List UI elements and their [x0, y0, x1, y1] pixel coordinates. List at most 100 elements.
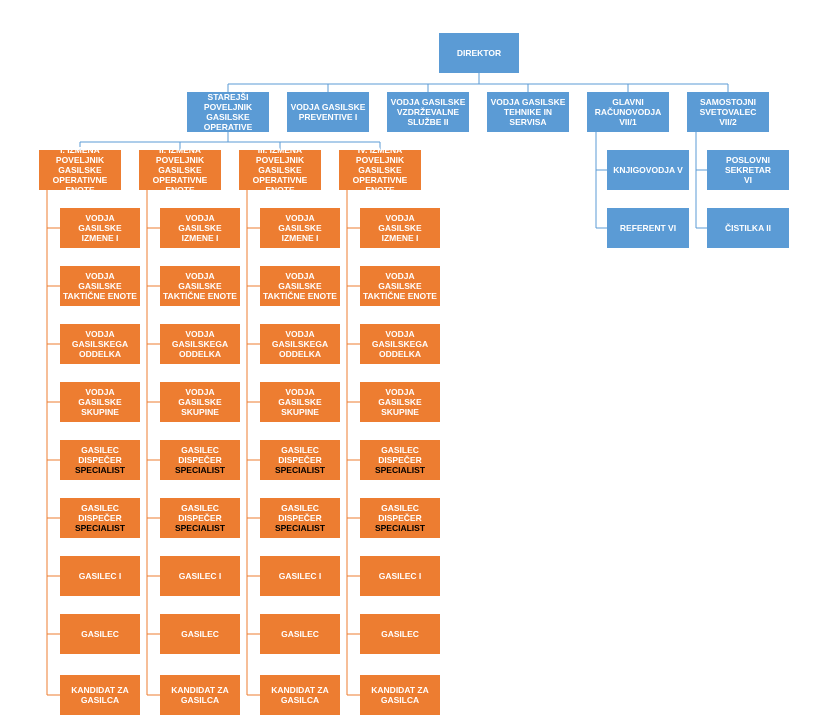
node-racunovodja-child-1: REFERENT VI: [607, 208, 689, 248]
role-line1: GASILEC: [281, 628, 319, 639]
shift-title: II. IZMENA: [158, 144, 202, 155]
role-line1: GASILEC I: [378, 570, 422, 581]
shift-title: IV. IZMENA: [357, 144, 403, 155]
node-svetovalec-child-1: ČISTILKA II: [707, 208, 789, 248]
role-line1: GASILEC I: [178, 570, 222, 581]
role-line2: ODDELKA: [378, 349, 422, 360]
role-line1: VODJA GASILSKE: [378, 386, 422, 407]
role-line2: GASILCA: [80, 695, 120, 705]
role-line2: SKUPINE: [381, 407, 419, 418]
role-line1: GASILEC DISPEČER: [78, 502, 122, 523]
role-line1: GASILEC: [381, 628, 419, 639]
role-line2: IZMENE I: [281, 233, 319, 244]
role-line1: GASILEC DISPEČER: [278, 444, 322, 465]
shift-title: I. IZMENA: [60, 144, 100, 155]
role-line1: VODJA GASILSKE: [78, 212, 122, 233]
role-line2: GASILCA: [380, 695, 420, 705]
role-line1: VODJA GASILSKE: [278, 270, 322, 291]
role-line2: SKUPINE: [81, 407, 119, 418]
role-line2: ODDELKA: [178, 349, 222, 360]
role-line1: VODJA GASILSKEGA: [371, 328, 429, 349]
role-line1: GASILEC: [81, 628, 119, 639]
node-tehnika: VODJA GASILSKE TEHNIKE IN SERVISA: [487, 92, 569, 132]
role-line1: VODJA GASILSKE: [278, 386, 322, 407]
role-line1: VODJA GASILSKE: [278, 212, 322, 233]
node-shift-4-role-7: GASILEC I: [360, 556, 440, 596]
role-line1: GASILEC I: [278, 570, 322, 581]
role-line2: TAKTIČNE ENOTE: [263, 291, 337, 302]
node-shift-4-role-8: GASILEC: [360, 614, 440, 654]
shift-subtitle: POVELJNIK GASILSKE OPERATIVNE ENOTE: [352, 154, 408, 196]
role-line2: SPECIALIST: [174, 465, 226, 476]
role-line1: VODJA GASILSKE: [178, 270, 222, 291]
role-line1: GASILEC DISPEČER: [178, 444, 222, 465]
role-line2: SPECIALIST: [274, 465, 326, 476]
role-line1: VODJA GASILSKE: [178, 212, 222, 233]
role-line1: GASILEC I: [78, 570, 122, 581]
role-line1: GASILEC DISPEČER: [278, 502, 322, 523]
node-racunovodja: GLAVNI RAČUNOVODJA VII/1: [587, 92, 669, 132]
role-line2: SPECIALIST: [374, 465, 426, 476]
role-line2: TAKTIČNE ENOTE: [63, 291, 137, 302]
role-line2: TAKTIČNE ENOTE: [163, 291, 237, 302]
role-line1: GASILEC DISPEČER: [378, 502, 422, 523]
role-line2: SPECIALIST: [374, 523, 426, 534]
role-line1: GASILEC DISPEČER: [178, 502, 222, 523]
role-line2: GASILCA: [280, 695, 320, 705]
role-line1: VODJA GASILSKEGA: [71, 328, 129, 349]
role-line1: VODJA GASILSKE: [78, 270, 122, 291]
role-line1: GASILEC DISPEČER: [378, 444, 422, 465]
node-svetovalec-child-0: POSLOVNI SEKRETAR VI: [707, 150, 789, 190]
role-line1: VODJA GASILSKE: [378, 270, 422, 291]
node-shift-1-role-8: GASILEC: [60, 614, 140, 654]
role-line2: ODDELKA: [278, 349, 322, 360]
node-vzdrzevanje: VODJA GASILSKE VZDRŽEVALNE SLUŽBE II: [387, 92, 469, 132]
role-line1: GASILEC DISPEČER: [78, 444, 122, 465]
shift-subtitle: POVELJNIK GASILSKE OPERATIVNE ENOTE: [52, 154, 108, 196]
node-shift-3-role-8: GASILEC: [260, 614, 340, 654]
role-line2: SPECIALIST: [274, 523, 326, 534]
role-line1: VODJA GASILSKE: [178, 386, 222, 407]
role-line1: VODJA GASILSKEGA: [171, 328, 229, 349]
role-line2: SPECIALIST: [74, 465, 126, 476]
node-operativa: STAREJŠI POVELJNIK GASILSKE OPERATIVE: [187, 92, 269, 132]
shift-subtitle: POVELJNIK GASILSKE OPERATIVNE ENOTE: [152, 154, 208, 196]
node-svetovalec: SAMOSTOJNI SVETOVALEC VII/2: [687, 92, 769, 132]
role-line1: VODJA GASILSKEGA: [271, 328, 329, 349]
role-line1: KANDIDAT ZA: [71, 684, 129, 695]
role-line2: TAKTIČNE ENOTE: [363, 291, 437, 302]
role-line1: VODJA GASILSKE: [378, 212, 422, 233]
role-line2: GASILCA: [180, 695, 220, 705]
role-line1: KANDIDAT ZA: [171, 684, 229, 695]
node-shift-2-role-7: GASILEC I: [160, 556, 240, 596]
shift-subtitle: POVELJNIK GASILSKE OPERATIVNE ENOTE: [252, 154, 308, 196]
